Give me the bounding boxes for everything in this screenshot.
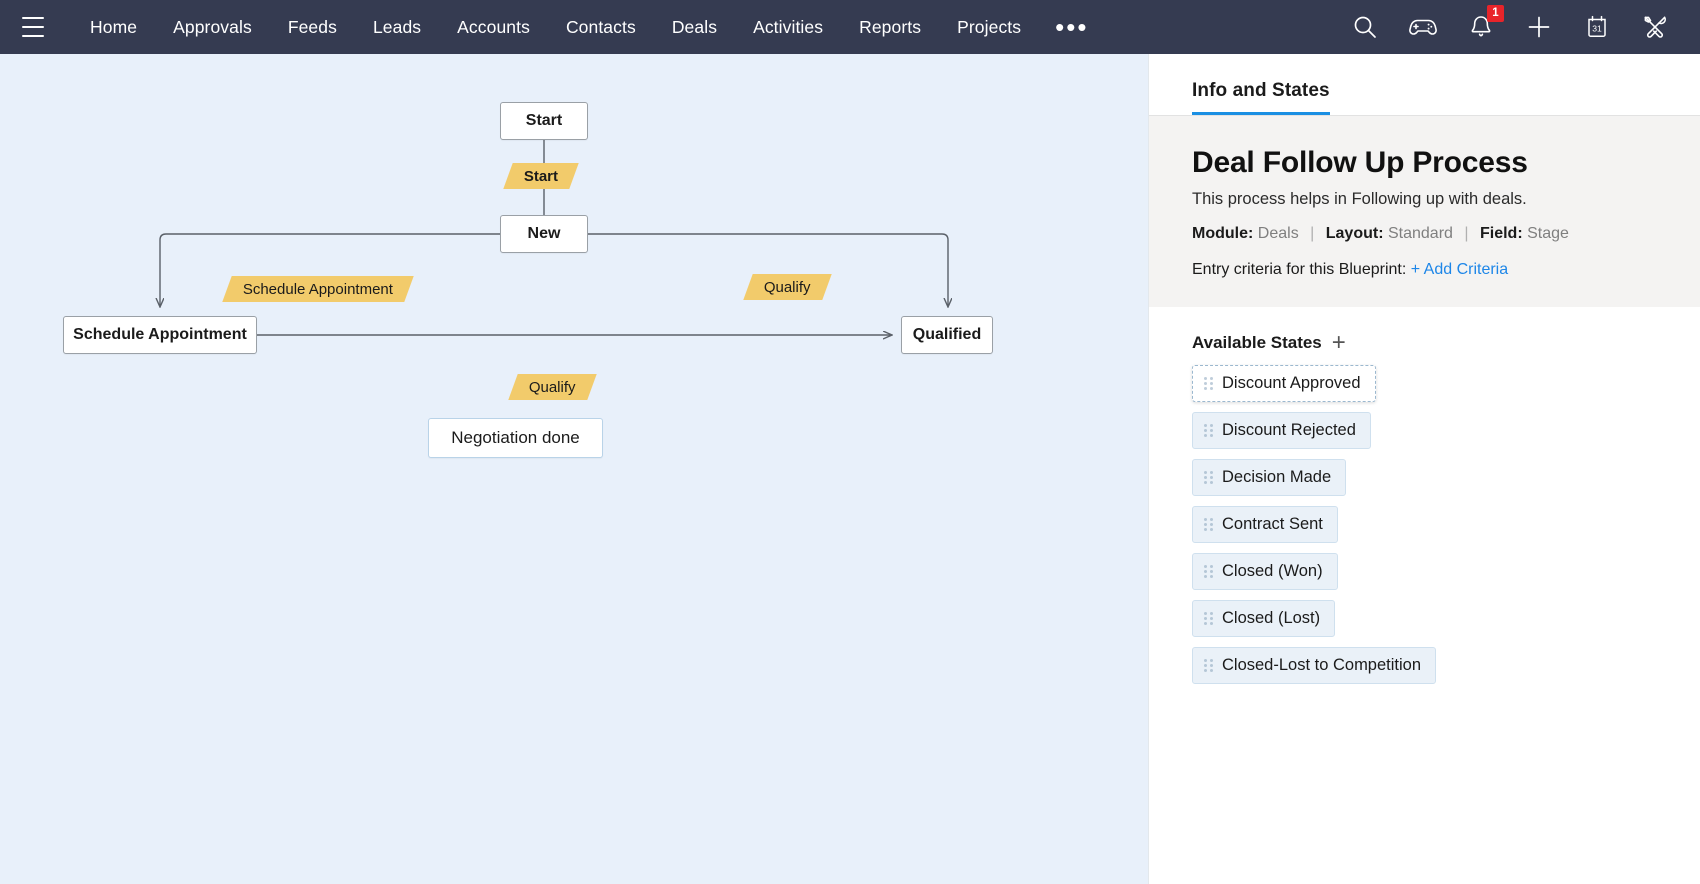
state-chip-label: Discount Rejected xyxy=(1222,421,1356,439)
node-label: Start xyxy=(525,112,563,129)
nav-item-feeds[interactable]: Feeds xyxy=(287,17,337,37)
search-icon[interactable] xyxy=(1350,12,1380,42)
notification-badge: 1 xyxy=(1487,5,1504,22)
transition-label: Qualify xyxy=(764,278,811,296)
state-node-qualified[interactable]: Qualified xyxy=(901,316,993,354)
drag-handle-icon[interactable] xyxy=(1204,659,1213,672)
transition-label: Qualify xyxy=(529,378,576,396)
drag-handle-icon[interactable] xyxy=(1204,377,1213,390)
state-chip-label: Closed-Lost to Competition xyxy=(1222,656,1422,674)
state-chip-decision-made[interactable]: Decision Made xyxy=(1192,459,1347,496)
state-chip-discount-approved[interactable]: Discount Approved xyxy=(1192,365,1376,402)
state-node-new[interactable]: New xyxy=(500,215,588,253)
meta-separator: | xyxy=(1464,225,1469,242)
state-chip-label: Discount Approved xyxy=(1222,374,1361,392)
nav-item-accounts[interactable]: Accounts xyxy=(457,17,530,37)
top-nav-actions: 1 31 xyxy=(1350,5,1678,42)
entry-criteria-row: Entry criteria for this Blueprint: + Add… xyxy=(1192,261,1656,279)
nav-item-approvals[interactable]: Approvals xyxy=(173,17,252,37)
blueprint-description: This process helps in Following up with … xyxy=(1192,190,1527,208)
node-label: Negotiation done xyxy=(451,428,580,447)
state-chip-closed-lost[interactable]: Closed (Lost) xyxy=(1192,600,1336,637)
nav-item-leads[interactable]: Leads xyxy=(372,17,422,37)
available-states-block: Available States + Discount Approved Dis… xyxy=(1148,307,1700,684)
nav-item-reports[interactable]: Reports xyxy=(859,17,922,37)
available-states-header: Available States + xyxy=(1192,329,1656,356)
blueprint-info-block: Deal Follow Up Process This process help… xyxy=(1148,116,1700,307)
nav-item-activities[interactable]: Activities xyxy=(753,17,824,37)
state-chip-label: Closed (Lost) xyxy=(1222,609,1321,627)
calendar-icon[interactable]: 31 xyxy=(1582,12,1612,42)
gamepad-icon[interactable] xyxy=(1408,12,1438,42)
meta-value-layout: Standard xyxy=(1387,225,1453,242)
meta-key-module: Module: xyxy=(1192,225,1254,242)
state-chip-closed-won[interactable]: Closed (Won) xyxy=(1192,553,1338,590)
transition-label: Start xyxy=(524,167,559,185)
nav-item-projects[interactable]: Projects xyxy=(957,17,1022,37)
panel-divider xyxy=(1148,54,1149,884)
available-states-list: Discount Approved Discount Rejected Deci… xyxy=(1192,365,1656,684)
meta-key-layout: Layout: xyxy=(1325,225,1384,242)
info-and-states-panel: Info and States Deal Follow Up Process T… xyxy=(1148,54,1700,884)
state-node-start[interactable]: Start xyxy=(500,102,588,140)
nav-item-deals[interactable]: Deals xyxy=(671,17,718,37)
svg-text:31: 31 xyxy=(1592,24,1602,34)
state-chip-contract-sent[interactable]: Contract Sent xyxy=(1192,506,1338,543)
plus-icon[interactable] xyxy=(1524,12,1554,42)
hamburger-menu-icon[interactable] xyxy=(22,17,48,37)
nav-item-home[interactable]: Home xyxy=(90,17,138,37)
blueprint-title: Deal Follow Up Process xyxy=(1192,146,1528,179)
state-chip-label: Decision Made xyxy=(1222,468,1332,486)
blueprint-connectors xyxy=(0,140,1148,884)
add-criteria-link[interactable]: + Add Criteria xyxy=(1410,261,1509,278)
state-chip-closed-lost-to-competition[interactable]: Closed-Lost to Competition xyxy=(1192,647,1437,684)
state-node-schedule-appointment[interactable]: Schedule Appointment xyxy=(63,316,257,354)
tab-info-and-states[interactable]: Info and States xyxy=(1192,80,1330,115)
meta-separator: | xyxy=(1310,225,1315,242)
blueprint-canvas[interactable]: Start New Schedule Appointment Qualified… xyxy=(0,54,1148,884)
transition-label: Schedule Appointment xyxy=(243,280,394,298)
top-navigation-bar: Home Approvals Feeds Leads Accounts Cont… xyxy=(0,0,1700,54)
state-chip-label: Contract Sent xyxy=(1222,515,1323,533)
drag-handle-icon[interactable] xyxy=(1204,424,1213,437)
blueprint-meta: Module: Deals | Layout: Standard | Field… xyxy=(1192,225,1656,243)
transition-qualify-top[interactable]: Qualify xyxy=(743,274,832,300)
drag-handle-icon[interactable] xyxy=(1204,612,1213,625)
node-label: New xyxy=(527,225,561,242)
panel-tab-bar: Info and States xyxy=(1148,54,1700,116)
transition-start[interactable]: Start xyxy=(503,163,579,189)
drag-handle-icon[interactable] xyxy=(1204,565,1213,578)
meta-key-field: Field: xyxy=(1479,225,1523,242)
tools-icon[interactable] xyxy=(1640,12,1670,42)
available-states-title: Available States xyxy=(1192,333,1322,352)
meta-value-module: Deals xyxy=(1257,225,1299,242)
node-label: Qualified xyxy=(912,326,982,343)
meta-value-field: Stage xyxy=(1527,225,1569,242)
drag-handle-icon[interactable] xyxy=(1204,518,1213,531)
transition-schedule-appointment[interactable]: Schedule Appointment xyxy=(222,276,414,302)
add-state-plus-icon[interactable]: + xyxy=(1331,329,1346,356)
node-label: Schedule Appointment xyxy=(73,326,247,343)
entry-criteria-label: Entry criteria for this Blueprint: xyxy=(1192,261,1407,278)
state-chip-discount-rejected[interactable]: Discount Rejected xyxy=(1192,412,1371,449)
nav-more-icon[interactable]: ••• xyxy=(1055,12,1089,42)
state-node-negotiation-done[interactable]: Negotiation done xyxy=(428,418,603,458)
bell-icon[interactable]: 1 xyxy=(1466,5,1504,42)
state-chip-label: Closed (Won) xyxy=(1222,562,1323,580)
transition-qualify-bottom[interactable]: Qualify xyxy=(508,374,597,400)
drag-handle-icon[interactable] xyxy=(1204,471,1213,484)
nav-item-contacts[interactable]: Contacts xyxy=(565,17,636,37)
